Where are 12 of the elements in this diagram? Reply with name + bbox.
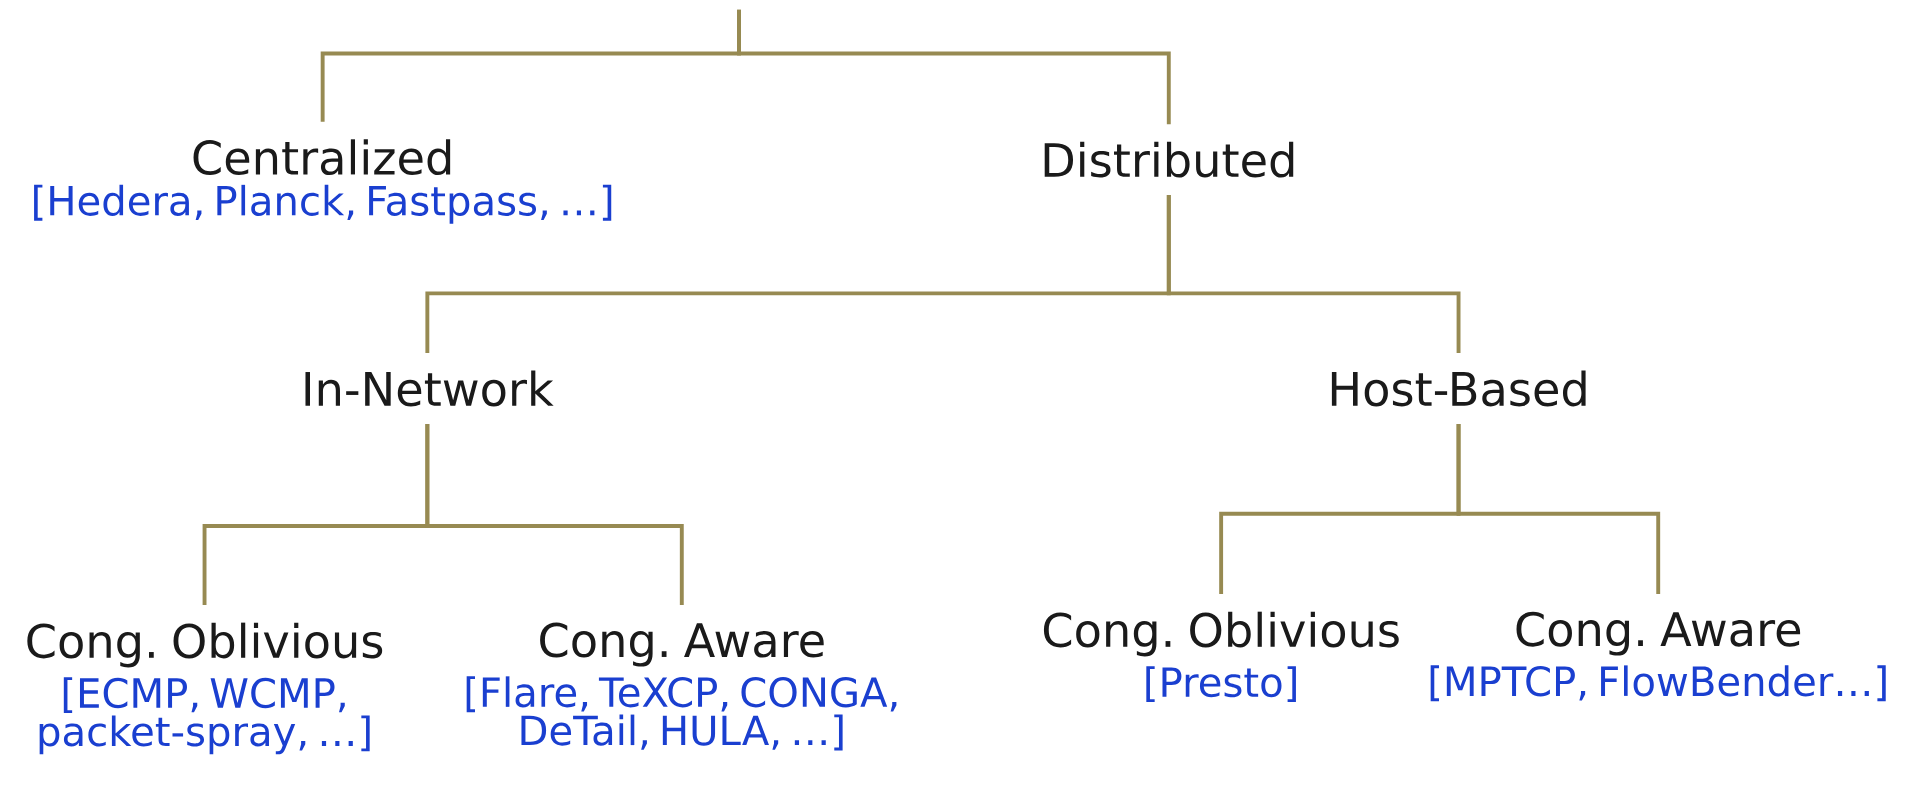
category-label: Centralized [Hedera, Planck, Fastpass, …] [34,139,612,224]
connector-line [737,9,1171,125]
category-heading: Distributed [1044,141,1294,178]
category-label: Cong. Oblivious [Presto] [1043,611,1399,702]
category-label: Cong. Oblivious [ECMP, WCMP, packet-spray, …] [27,622,383,755]
connector-line [1456,423,1661,595]
category-label: Cong. Aware [Flare, TeXCP, CONGA, DeTail, HULA, …] [466,622,897,751]
connector-line [1166,195,1461,354]
connector-line [425,423,684,606]
category-label: Cong. Aware [MPTCP, FlowBender…] [1430,611,1886,702]
category-heading: Host-Based [1331,370,1586,407]
category-heading: In-Network [305,370,554,407]
